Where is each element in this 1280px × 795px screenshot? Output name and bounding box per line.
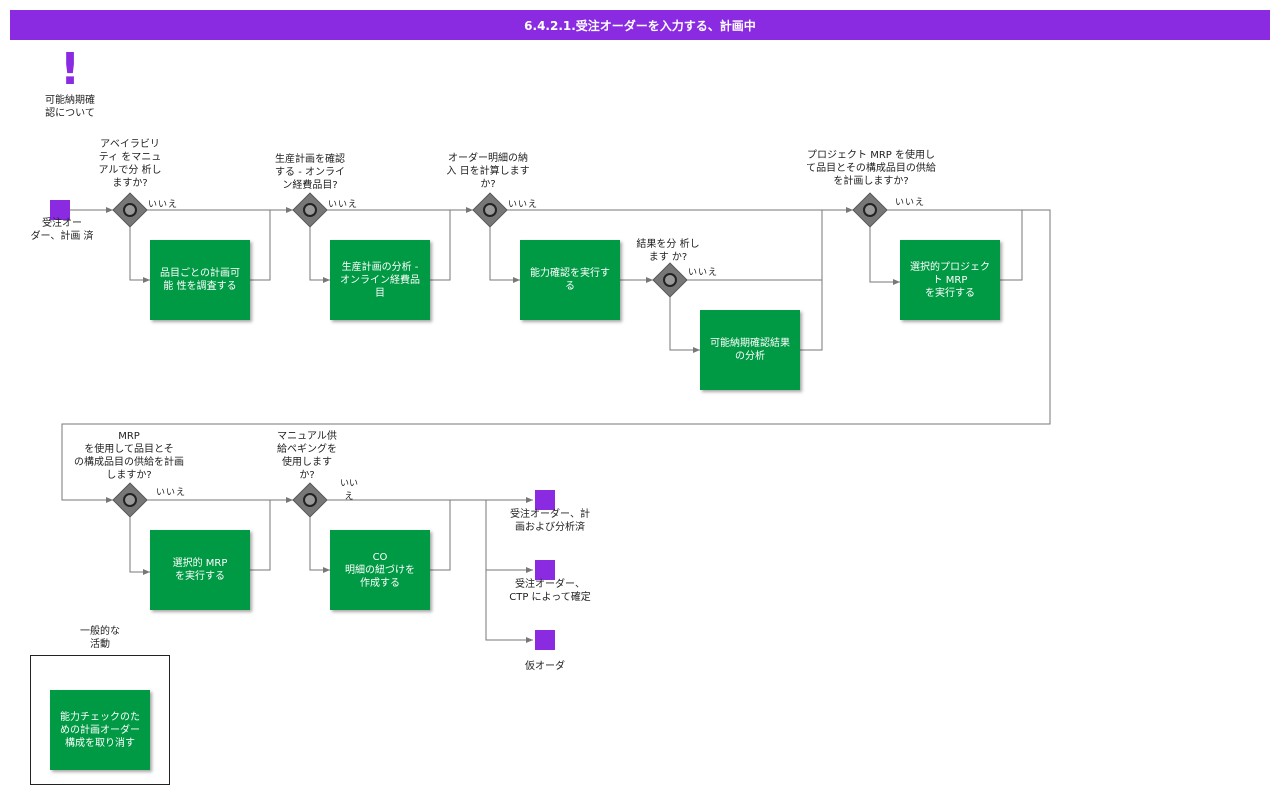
gateway-question: 生産計画を確認 する - オンライ ン経費品目? [275,154,345,191]
end-event-label: 仮オーダ [525,661,565,672]
gateway-question: プロジェクト MRP を使用し て品目とその構成品目の供給 を計画しますか? [806,150,936,187]
gateway-3 [472,192,508,228]
task-investigate-plannability[interactable]: 品目ごとの計画可 能 性を調査する [150,240,250,320]
start-event-label: 受注オー ダー、計画 済 [30,218,94,242]
task-analyze-production-plan[interactable]: 生産計画の分析 - オンライン経費品 目 [330,240,430,320]
task-run-project-mrp[interactable]: 選択的プロジェク ト MRP を実行する [900,240,1000,320]
gateway-no-label: いい え [339,479,358,502]
task-run-selective-mrp[interactable]: 選択的 MRP を実行する [150,530,250,610]
end-event-label: 受注オーダー、 CTP によって確定 [509,579,591,603]
end-event-label: 受注オーダー、計 画および分析済 [510,509,590,533]
task-cancel-capacity-order[interactable]: 能力チェックのた めの計画オーダー 構成を取り消す [50,690,150,770]
gateway-question: 結果を分 析し ます か? [636,239,700,263]
gateway-question: オーダー明細の納 入 日を計算します か? [446,153,530,190]
gateway-5 [852,192,888,228]
gateway-question: アベイラビリ ティ をマニュ アルで分 析し ますか? [98,139,162,189]
gateway-question: マニュアル供 給ペギングを 使用します か? [277,431,337,481]
gateway-no-label: いいえ [156,488,187,498]
gateway-no-label: いいえ [688,268,719,278]
group-label: 一般的な 活動 [80,626,120,650]
start-event[interactable] [50,200,70,220]
gateway-no-label: いいえ [148,200,179,210]
gateway-6 [112,482,148,518]
gateway-no-label: いいえ [895,198,926,208]
gateway-no-label: いいえ [328,200,359,210]
task-create-co-pegging[interactable]: CO 明細の紐づけを 作成する [330,530,430,610]
page-title: 6.4.2.1.受注オーダーを入力する、計画中 [10,10,1270,40]
end-event-planned[interactable] [535,490,555,510]
gateway-1 [112,192,148,228]
end-event-planned-order[interactable] [535,630,555,650]
exclamation-icon[interactable]: ! [60,44,81,95]
gateway-question: MRP を使用して品目とそ の構成品目の供給を計画 しますか? [74,431,184,481]
gateway-7 [292,482,328,518]
task-analyze-atp-result[interactable]: 可能納期確認結果 の分析 [700,310,800,390]
general-activities-group [30,655,170,785]
task-run-capacity-check[interactable]: 能力確認を実行す る [520,240,620,320]
gateway-no-label: いいえ [508,200,539,210]
end-event-ctp-confirmed[interactable] [535,560,555,580]
gateway-2 [292,192,328,228]
note-label: 可能納期確 認について [45,95,95,119]
gateway-4 [652,262,688,298]
